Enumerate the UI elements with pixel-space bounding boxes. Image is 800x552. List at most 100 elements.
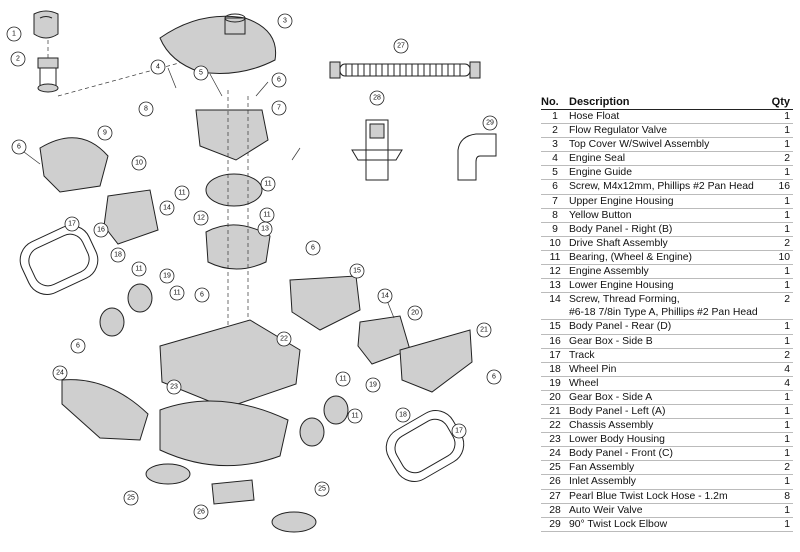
svg-text:3: 3 (283, 18, 287, 25)
callout-14b: 14 (377, 288, 393, 304)
callout-26: 26 (193, 504, 209, 520)
part-number: 4 (541, 151, 569, 167)
part-quantity: 1 (764, 503, 793, 518)
svg-text:5: 5 (199, 70, 203, 77)
header-no: No. (541, 96, 569, 110)
fan-assemblies-part (145, 463, 317, 533)
callout-29: 29 (482, 115, 498, 131)
callout-12: 12 (193, 210, 209, 226)
part-quantity: 2 (764, 236, 793, 251)
part-number: 6 (541, 179, 569, 195)
svg-text:11: 11 (135, 266, 142, 273)
part-quantity: 1 (764, 474, 793, 490)
part-description: Flow Regulator Valve (569, 123, 764, 139)
body-panel-rear-part (289, 275, 361, 331)
svg-text:8: 8 (144, 106, 148, 113)
callout-11d: 11 (131, 261, 147, 277)
part-quantity: 1 (764, 278, 793, 294)
svg-text:28: 28 (373, 95, 381, 102)
part-description: Body Panel - Rear (D) (569, 319, 764, 335)
part-description: Screw, M4x12mm, Phillips #2 Pan Head (569, 179, 764, 195)
track-right-part (385, 410, 465, 482)
callout-3: 3 (277, 13, 293, 29)
body-panel-left-part (399, 329, 473, 393)
part-quantity: 4 (764, 362, 793, 377)
callout-17b: 17 (451, 423, 467, 439)
svg-text:11: 11 (351, 413, 358, 420)
part-number: 12 (541, 264, 569, 280)
part-quantity: 1 (764, 123, 793, 139)
part-description: 90° Twist Lock Elbow (569, 517, 764, 532)
svg-text:18: 18 (114, 252, 122, 259)
svg-text:27: 27 (397, 43, 405, 50)
callout-18b: 18 (395, 407, 411, 423)
part-number: 14 (549, 294, 561, 306)
part-number: 20 (541, 390, 569, 405)
svg-text:25: 25 (318, 486, 326, 493)
body-panel-front-part (61, 379, 149, 441)
callout-18a: 18 (110, 247, 126, 263)
part-description: Bearing, (Wheel & Engine) (569, 250, 764, 266)
part-quantity: 1 (764, 334, 793, 349)
callout-21: 21 (476, 322, 492, 338)
callout-14a: 14 (159, 200, 175, 216)
part-description: Body Panel - Left (A) (569, 404, 764, 420)
part-number: 27 (541, 489, 569, 504)
twist-lock-elbow-part (457, 133, 497, 181)
callout-6c: 6 (305, 240, 321, 256)
track-left-part (19, 225, 99, 295)
part-description: Drive Shaft Assembly (569, 236, 764, 251)
svg-text:22: 22 (280, 336, 288, 343)
svg-text:26: 26 (197, 509, 205, 516)
part-quantity: 2 (764, 348, 793, 363)
callout-17a: 17 (64, 216, 80, 232)
part-number: 13 (541, 278, 569, 294)
part-quantity: 1 (764, 222, 793, 237)
part-quantity: 4 (764, 376, 793, 391)
part-number: 21 (541, 404, 569, 420)
flow-regulator-valve-part (37, 57, 59, 93)
part-number: 9 (541, 222, 569, 237)
callout-20: 20 (407, 305, 423, 321)
part-number: 8 (541, 208, 569, 223)
engine-stack-part (195, 90, 271, 330)
callout-10: 10 (131, 155, 147, 171)
svg-text:25: 25 (127, 495, 135, 502)
part-number: 5 (541, 165, 569, 181)
callout-5: 5 (193, 65, 209, 81)
svg-text:1: 1 (12, 31, 16, 38)
callout-11b: 11 (260, 176, 276, 192)
part-description: Screw, Thread Forming, (569, 294, 680, 306)
callout-13: 13 (257, 221, 273, 237)
svg-text:9: 9 (103, 130, 107, 137)
callout-28: 28 (369, 90, 385, 106)
part-quantity: 16 (764, 179, 793, 195)
part-number: 22 (541, 418, 569, 434)
svg-text:16: 16 (97, 227, 105, 234)
part-number: 19 (541, 376, 569, 391)
svg-text:11: 11 (339, 376, 346, 383)
part-description: Fan Assembly (569, 460, 764, 476)
part-number: 3 (541, 137, 569, 153)
svg-text:17: 17 (68, 221, 76, 228)
callout-2: 2 (10, 51, 26, 67)
exploded-parts-diagram: 1 2 3 4 5 6 6 6 6 6 6 7 8 9 10 11 11 11 … (6, 10, 502, 533)
callout-4: 4 (150, 59, 166, 75)
header-description: Description (569, 96, 764, 110)
part-quantity: 1 (764, 194, 793, 209)
part-number: 25 (541, 460, 569, 476)
callout-25a: 25 (123, 490, 139, 506)
part-description: Body Panel - Front (C) (569, 446, 764, 462)
